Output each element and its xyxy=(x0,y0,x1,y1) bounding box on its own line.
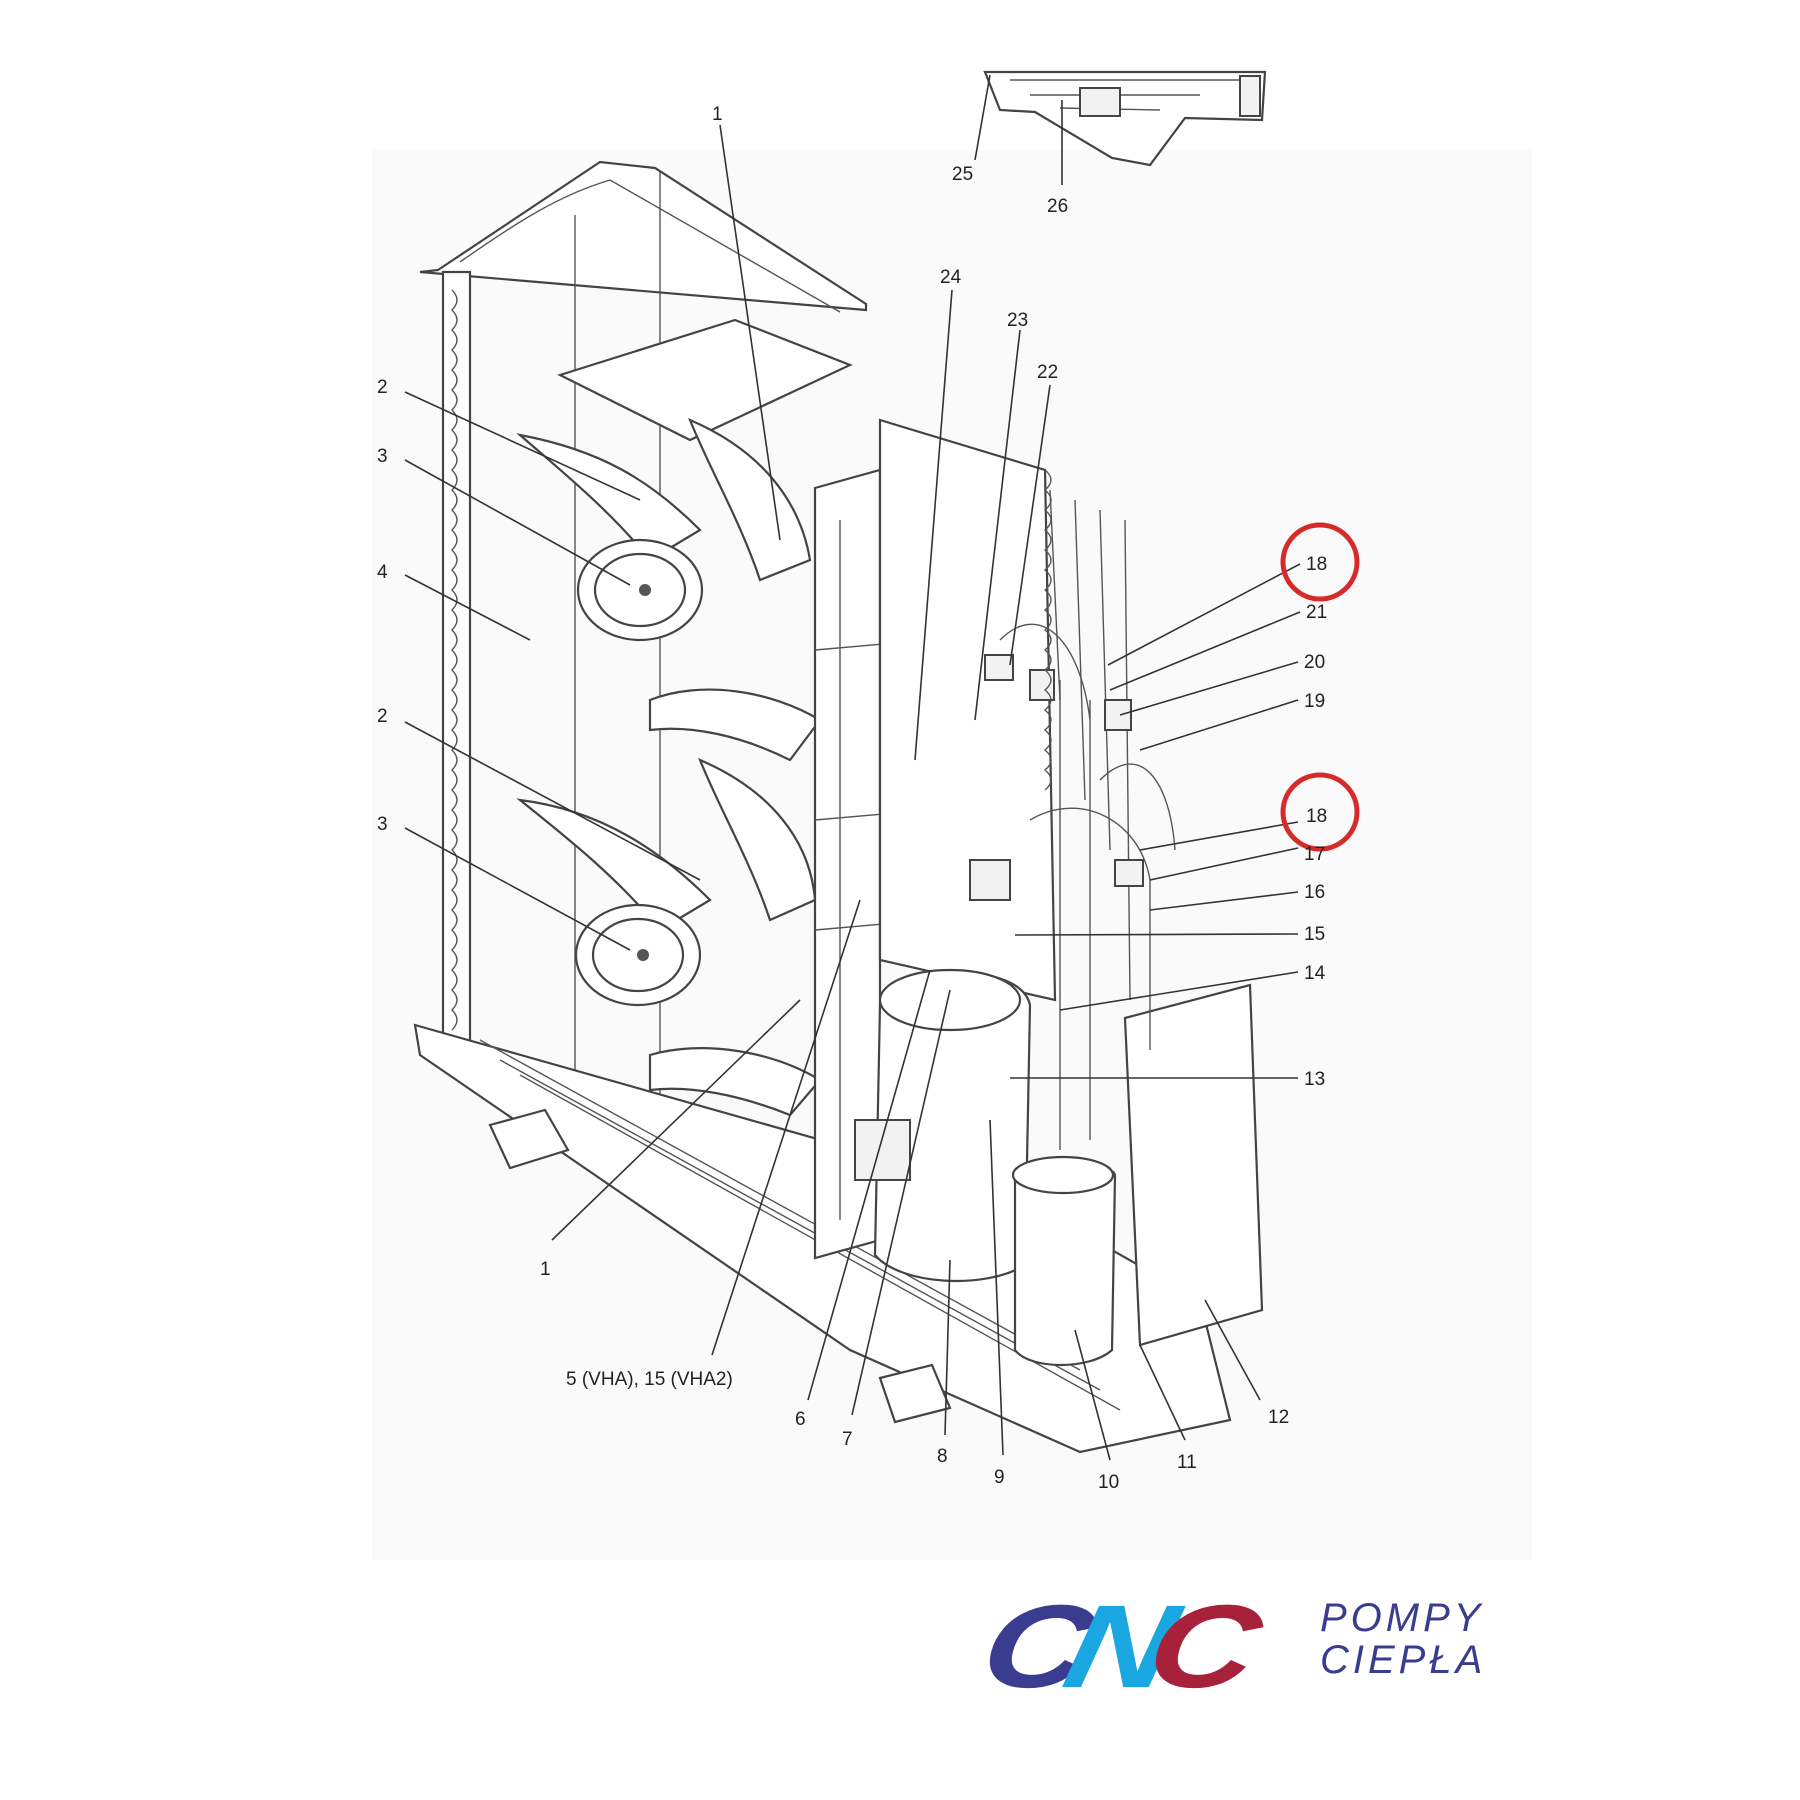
callout-8: 8 xyxy=(937,1446,948,1467)
brand-line-ciepla: CIEPŁA xyxy=(1320,1638,1487,1682)
compressor-assembly xyxy=(854,418,1264,1366)
brand-logo-cnc: CNC xyxy=(971,1581,1270,1713)
callout-6: 6 xyxy=(795,1409,806,1430)
callout-4: 4 xyxy=(377,562,388,583)
callout-5-15: 5 (VHA), 15 (VHA2) xyxy=(566,1369,733,1390)
callout-18-upper: 18 xyxy=(1306,554,1327,575)
callout-2-lower: 2 xyxy=(377,706,388,727)
callout-1-bottom: 1 xyxy=(540,1259,551,1280)
callout-12: 12 xyxy=(1268,1407,1289,1428)
callout-11: 11 xyxy=(1177,1452,1197,1473)
callout-1-top: 1 xyxy=(712,104,723,125)
leader-lines xyxy=(404,74,1301,1461)
lower-fan xyxy=(516,757,822,1117)
callout-9: 9 xyxy=(994,1467,1005,1488)
callout-7: 7 xyxy=(842,1429,853,1450)
callout-3-lower: 3 xyxy=(377,814,388,835)
callout-10: 10 xyxy=(1098,1472,1119,1493)
callout-21: 21 xyxy=(1306,602,1327,623)
callout-18-lower: 18 xyxy=(1306,806,1327,827)
callout-24: 24 xyxy=(940,267,962,288)
callout-25: 25 xyxy=(952,164,973,185)
callout-19: 19 xyxy=(1304,691,1325,712)
control-board xyxy=(983,70,1267,167)
callout-2-upper: 2 xyxy=(377,377,388,398)
callout-labels: 25 26 1 24 23 22 2 3 4 2 3 18 21 20 19 1… xyxy=(377,104,1327,1493)
callout-26: 26 xyxy=(1047,196,1068,217)
highlight-ring-18-lower xyxy=(1280,772,1360,852)
callout-13: 13 xyxy=(1304,1069,1325,1090)
brand-line-pompy: POMPY xyxy=(1320,1596,1485,1640)
callout-22: 22 xyxy=(1037,362,1058,383)
callout-20: 20 xyxy=(1304,652,1325,673)
callout-3-upper: 3 xyxy=(377,446,388,467)
callout-14: 14 xyxy=(1304,963,1326,984)
highlight-ring-18-upper xyxy=(1280,522,1360,602)
callout-15: 15 xyxy=(1304,924,1325,945)
callout-17: 17 xyxy=(1304,844,1325,865)
callout-23: 23 xyxy=(1007,310,1028,331)
callout-16: 16 xyxy=(1304,882,1325,903)
